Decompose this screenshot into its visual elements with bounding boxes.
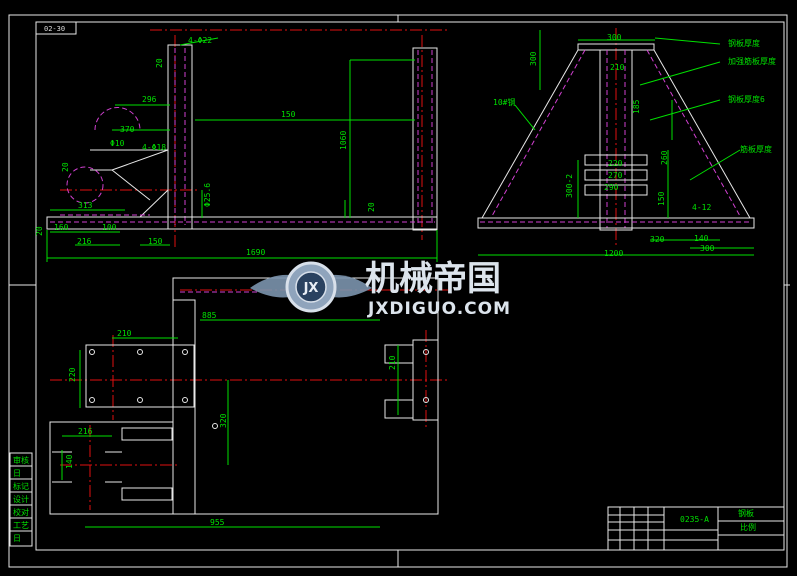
watermark-logo — [250, 261, 372, 313]
side-callout-1: 钢板厚度 — [728, 38, 760, 48]
front-dim-9: 20 — [35, 226, 44, 236]
side-callout-3: 钢板厚度6 — [728, 94, 765, 104]
side-dim-16: 10#钢 — [493, 97, 515, 107]
front-view — [46, 29, 450, 262]
plan-dim-7: 140 — [65, 454, 74, 469]
front-dim-14: 1060 — [339, 131, 348, 150]
title-label-2: 比例 — [740, 522, 756, 532]
left-table-row-5: 校对 — [13, 507, 29, 517]
front-dim-7: 20 — [61, 162, 70, 172]
front-dim-12: 216 — [77, 237, 92, 246]
side-dim-12: 320 — [650, 235, 665, 244]
side-dim-10: 150 — [657, 191, 666, 206]
plan-dim-2: 210 — [117, 329, 132, 338]
side-dim-13: 140 — [694, 234, 709, 243]
front-dim-4: 370 — [120, 125, 135, 134]
left-table-row-6: 工艺 — [13, 521, 29, 530]
title-label-1: 钢板 — [738, 508, 754, 518]
watermark-en-text: JXDIGUO.COM — [367, 299, 511, 319]
front-dim-16: 150 — [148, 237, 163, 246]
plan-dim-4: 210 — [388, 355, 397, 370]
side-callout-2: 加强筋板厚度 — [728, 56, 776, 66]
watermark-cn-text: 机械帝国 — [365, 259, 501, 299]
plan-dim-1: 885 — [202, 311, 217, 320]
side-dim-2: 300 — [529, 51, 538, 66]
side-dim-3: 210 — [610, 63, 625, 72]
side-dim-11: 4-12 — [692, 203, 711, 212]
front-dim-18: 1690 — [246, 248, 265, 257]
front-dim-2: 20 — [155, 58, 164, 68]
frame-tag: 02-30 — [44, 25, 65, 33]
side-dim-7: 270 — [608, 171, 623, 180]
front-dim-13: 150 — [281, 110, 296, 119]
drawing-number: 0235-A — [680, 515, 709, 524]
drawing-border — [8, 14, 790, 568]
side-dim-5: 260 — [660, 150, 669, 165]
plan-dim-8: 955 — [210, 518, 225, 527]
watermark-badge: JX — [303, 281, 319, 296]
left-table-row-3: 标记 — [13, 481, 29, 491]
plan-dim-6: 216 — [78, 427, 93, 436]
front-dim-5: Φ10 — [110, 139, 125, 148]
front-dim-15: Φ25.6 — [203, 183, 212, 207]
left-table-row-1: 审核 — [13, 455, 29, 465]
plan-view — [49, 277, 450, 528]
side-dim-8: 290 — [604, 183, 619, 192]
side-callout-4: 筋板厚度 — [740, 144, 772, 154]
front-dim-3: 296 — [142, 95, 157, 104]
left-table-row-4: 设计 — [13, 494, 29, 504]
side-dim-14: 300 — [700, 244, 715, 253]
front-dim-1: 4-Φ22 — [188, 36, 212, 45]
front-dim-11: 100 — [102, 223, 117, 232]
side-dim-9: 300-2 — [565, 174, 574, 198]
left-revision-table — [9, 452, 33, 547]
front-dim-10: 160 — [54, 223, 69, 232]
plan-dim-3: 220 — [68, 367, 77, 382]
title-block — [607, 506, 785, 551]
front-dim-8: 313 — [78, 201, 93, 210]
front-dim-17: 20 — [367, 202, 376, 212]
side-dim-6: 220 — [608, 159, 623, 168]
side-dim-4: 185 — [632, 99, 641, 114]
left-table-row-7: 日 — [13, 534, 21, 543]
side-dim-1: 300 — [607, 33, 622, 42]
side-dim-15: 1200 — [604, 249, 623, 258]
plan-dim-5: 320 — [219, 413, 228, 428]
front-dim-6: 4-Φ18 — [142, 143, 166, 152]
side-view — [477, 28, 755, 256]
left-table-row-2: 日 — [13, 469, 21, 478]
